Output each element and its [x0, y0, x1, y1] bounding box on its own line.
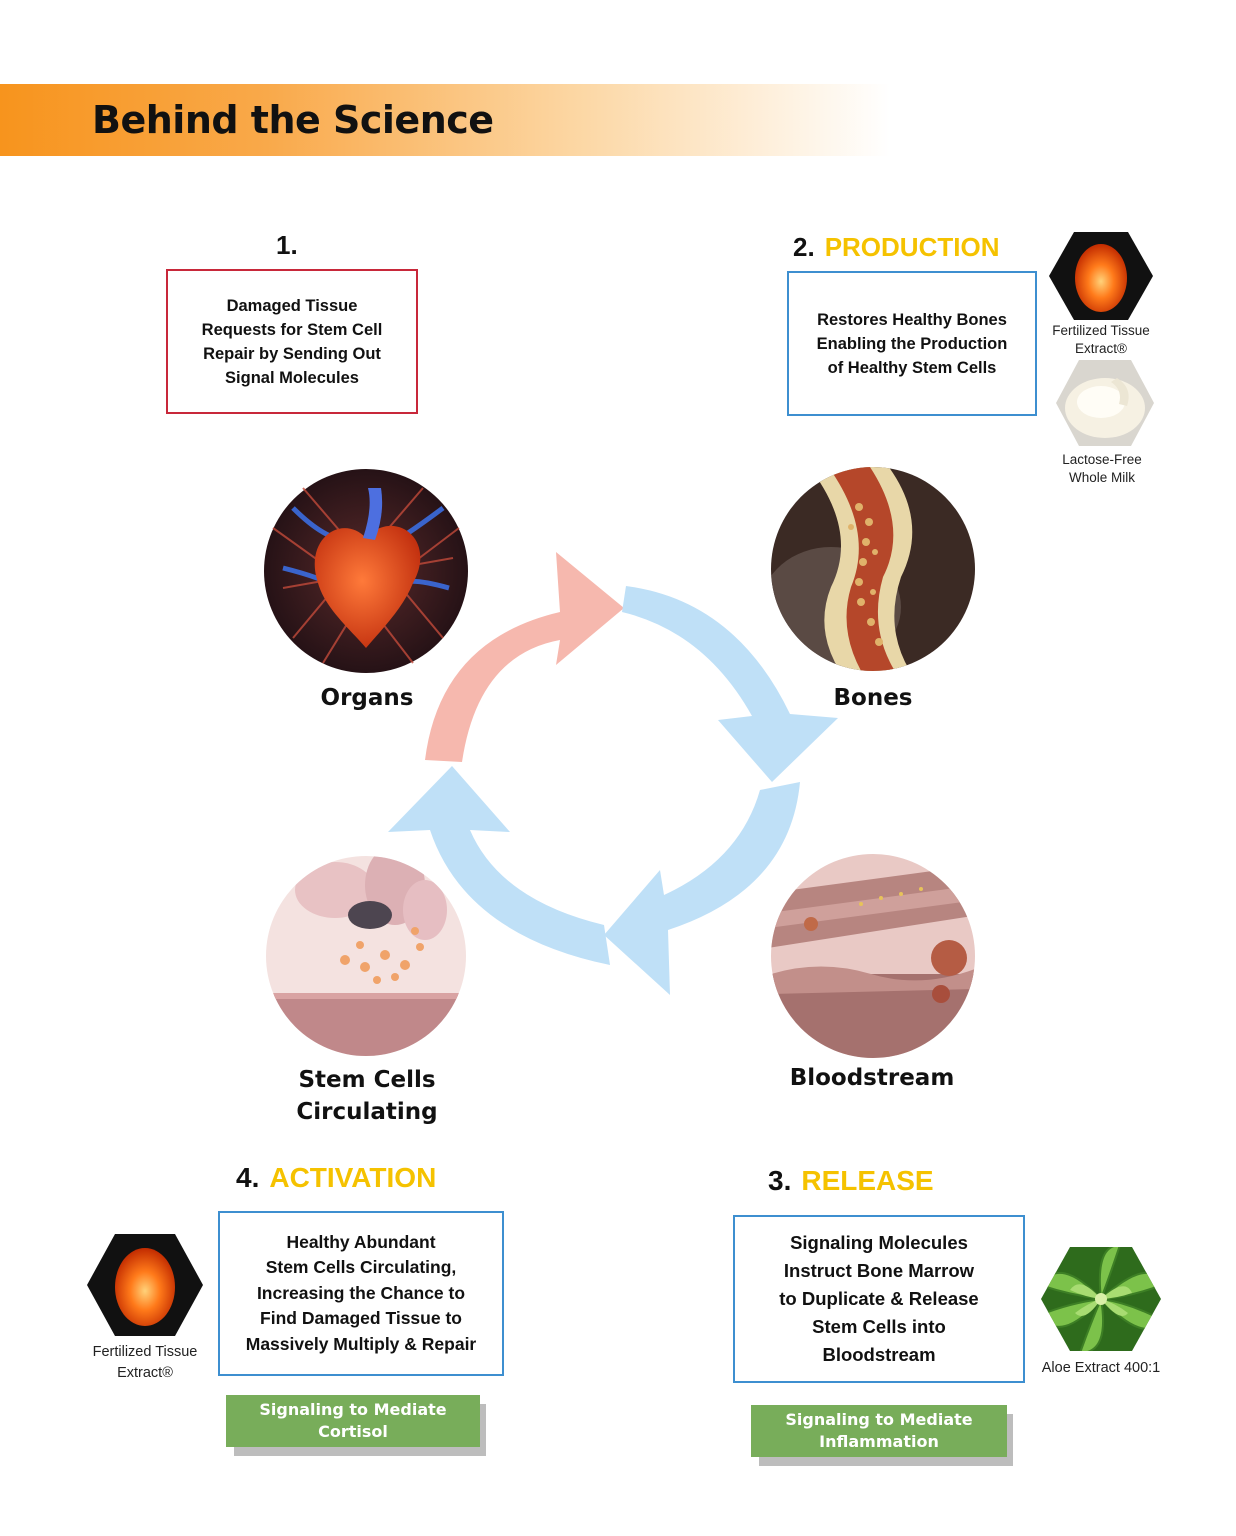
ingredient-label-milk: Lactose-Free Whole Milk — [1062, 452, 1142, 485]
ingredient-label-aloe: Aloe Extract 400:1 — [1041, 1360, 1161, 1376]
tag-inflammation: Signaling to Mediate Inflammation — [751, 1405, 1007, 1457]
header-banner — [0, 84, 890, 156]
cycle-arrow-blue-left — [388, 766, 610, 965]
step-4-heading: 4. ACTIVATION — [236, 1162, 436, 1194]
tag-cortisol-text: Signaling to Mediate Cortisol — [259, 1400, 447, 1441]
step-1-description: Damaged Tissue Requests for Stem Cell Re… — [201, 296, 383, 387]
step-2-number: 2. — [793, 232, 815, 262]
step-4-description: Healthy Abundant Stem Cells Circulating,… — [245, 1231, 477, 1354]
step-3-heading: 3. RELEASE — [768, 1165, 934, 1197]
step-2-box: Restores Healthy Bones Enabling the Prod… — [787, 271, 1037, 416]
ingredient-label-egg-bottom: Fertilized Tissue Extract® — [92, 1344, 198, 1381]
stem-cells-icon — [266, 856, 466, 1056]
step-2-description: Restores Healthy Bones Enabling the Prod… — [816, 310, 1008, 377]
cycle-arrows-diagram — [388, 552, 838, 995]
step-1-heading: 1. — [276, 230, 298, 261]
cycle-arrow-blue-right — [622, 586, 838, 782]
bone-marrow-icon — [771, 467, 975, 671]
blood-vessel-icon — [771, 854, 975, 1058]
step-3-description: Signaling Molecules Instruct Bone Marrow… — [779, 1232, 979, 1365]
step-4-name: ACTIVATION — [269, 1162, 437, 1193]
ingredient-label-egg-top: Fertilized Tissue Extract® — [1052, 323, 1150, 356]
step-3-name: RELEASE — [801, 1165, 934, 1196]
milk-icon — [1056, 360, 1154, 446]
page-title: Behind the Science — [92, 98, 494, 142]
step-2-name: PRODUCTION — [824, 232, 1000, 262]
circle-label-organs: Organs — [320, 685, 414, 711]
step-4-number: 4. — [236, 1162, 260, 1193]
glowing-egg-icon — [1049, 232, 1153, 320]
step-3-number: 3. — [768, 1165, 792, 1196]
circle-label-bones: Bones — [833, 685, 913, 711]
step-3-box: Signaling Molecules Instruct Bone Marrow… — [733, 1215, 1025, 1383]
aloe-icon — [1041, 1247, 1161, 1351]
circle-label-bloodstream: Bloodstream — [789, 1065, 955, 1091]
tag-cortisol: Signaling to Mediate Cortisol — [226, 1395, 480, 1447]
tag-inflammation-text: Signaling to Mediate Inflammation — [785, 1410, 973, 1451]
glowing-egg-icon — [87, 1234, 203, 1336]
heart-organ-icon — [264, 469, 468, 673]
step-1-number: 1. — [276, 230, 298, 260]
cycle-arrow-pink — [425, 552, 624, 762]
step-4-box: Healthy Abundant Stem Cells Circulating,… — [218, 1211, 504, 1376]
step-2-heading: 2. PRODUCTION — [793, 232, 999, 263]
step-1-box: Damaged Tissue Requests for Stem Cell Re… — [166, 269, 418, 414]
cycle-arrow-blue-bottom — [604, 782, 800, 995]
circle-label-stem-cells: Stem Cells Circulating — [296, 1067, 438, 1125]
